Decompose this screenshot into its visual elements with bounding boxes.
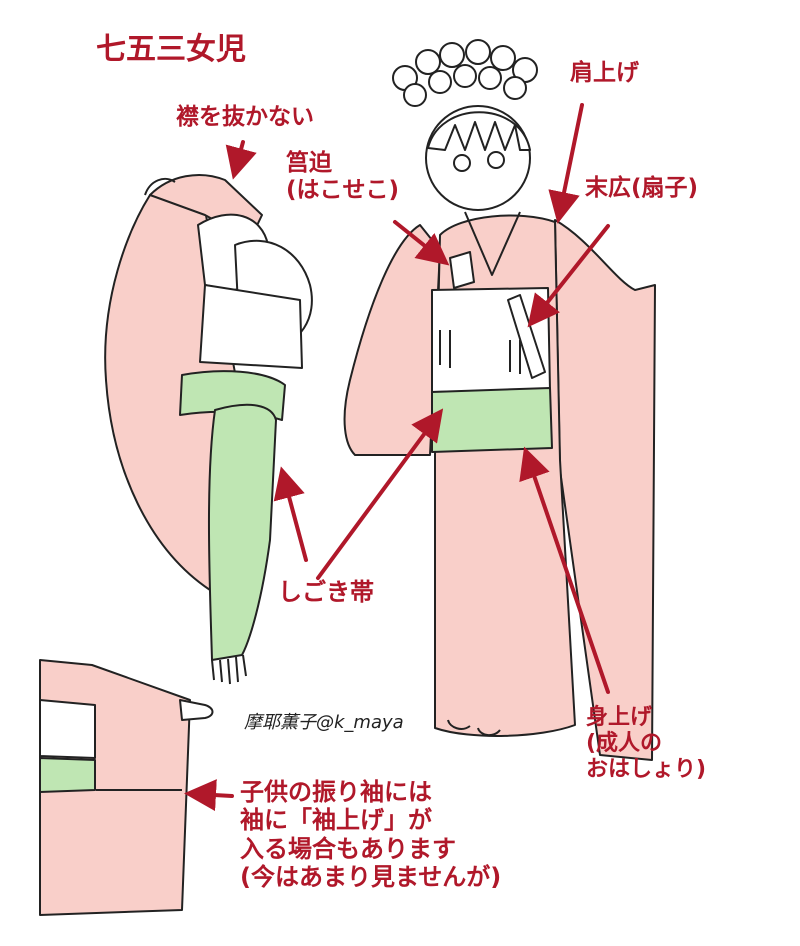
front-right-sleeve bbox=[554, 219, 656, 761]
hair-flowers bbox=[392, 39, 538, 107]
label-miage-line-3: おはしょり) bbox=[586, 756, 707, 782]
label-shigoki: しごき帯 bbox=[278, 578, 374, 606]
back-shigoki-tail bbox=[207, 403, 277, 661]
label-miage-line-2: (成人の bbox=[586, 730, 663, 756]
front-bangs bbox=[427, 111, 531, 151]
arrow-kataage bbox=[548, 103, 584, 224]
label-hakoseko-line-2: (はこせこ) bbox=[286, 177, 400, 204]
arrow-eri bbox=[225, 140, 257, 180]
arrow-suehiro bbox=[527, 224, 610, 328]
tassels bbox=[439, 330, 521, 374]
detail-obi-white bbox=[39, 699, 96, 759]
back-view-figure bbox=[104, 174, 313, 685]
detail-hand bbox=[179, 699, 214, 721]
front-left-sleeve bbox=[343, 224, 441, 456]
front-collar bbox=[464, 211, 521, 276]
label-miage-line-1: 身上げ bbox=[586, 705, 653, 730]
label-eri: 襟を抜かない bbox=[176, 104, 314, 130]
label-suehiro: 末広(扇子) bbox=[585, 175, 699, 201]
hakoseko bbox=[449, 251, 475, 289]
arrows bbox=[184, 103, 610, 812]
label-hakoseko: 筥迫 (はこせこ) bbox=[286, 150, 399, 204]
back-body bbox=[199, 284, 303, 369]
label-sodeage-line-4: (今はあまり見ませんが) bbox=[240, 862, 502, 891]
front-hem bbox=[447, 719, 501, 736]
suehiro-fan bbox=[507, 294, 546, 379]
back-hair bbox=[144, 177, 176, 196]
front-right-eye bbox=[487, 151, 505, 169]
arrow-shigoki-back bbox=[273, 466, 308, 562]
arrow-shigoki-front bbox=[316, 408, 444, 580]
arrow-sodeage bbox=[184, 779, 234, 812]
label-sodeage-line-2: 袖に「袖上げ」が bbox=[240, 806, 432, 835]
label-sodeage-line-3: 入る場合もあります bbox=[240, 834, 456, 863]
label-hakoseko-line-1: 筥迫 bbox=[286, 150, 332, 176]
label-sodeage: 子供の振り袖には 袖に「袖上げ」が 入る場合もあります (今はあまり見ませんが) bbox=[240, 778, 501, 891]
page-title: 七五三女児 bbox=[96, 32, 246, 67]
detail-obi-green bbox=[39, 757, 96, 793]
label-miage: 身上げ (成人の おはしょり) bbox=[586, 705, 706, 783]
arrow-miage bbox=[519, 446, 610, 694]
front-view-figure bbox=[343, 39, 656, 761]
back-shigoki-fringe bbox=[211, 654, 247, 685]
label-kataage: 肩上げ bbox=[570, 60, 639, 86]
arrow-hakoseko bbox=[393, 220, 450, 266]
front-left-eye bbox=[453, 154, 471, 172]
artist-signature: 摩耶薫子@k_maya bbox=[244, 712, 404, 733]
sleeve-detail bbox=[39, 659, 214, 916]
label-sodeage-line-1: 子供の振り袖には bbox=[240, 778, 432, 806]
front-shigoki bbox=[431, 387, 553, 453]
